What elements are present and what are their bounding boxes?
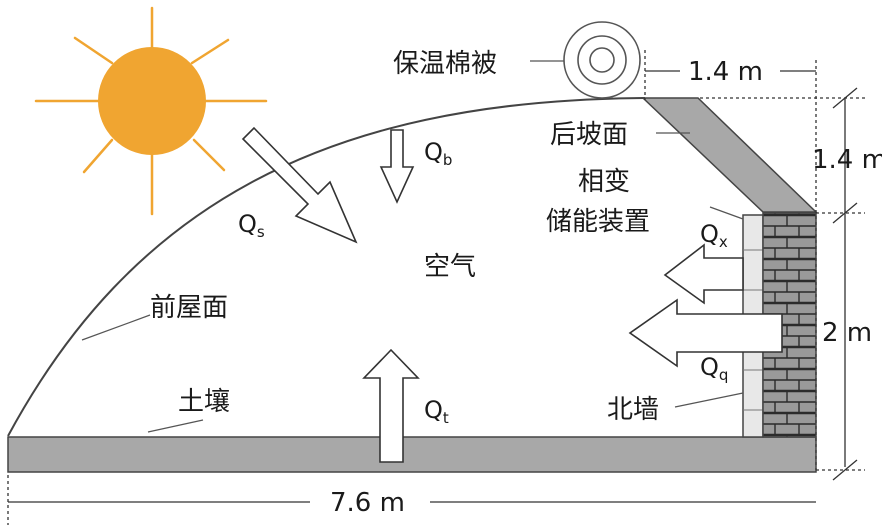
label-soil: 土壤 — [178, 387, 230, 417]
label-pcm-line1: 相变 — [578, 167, 630, 197]
front-roof-curve — [7, 97, 646, 437]
pcm-heat-arrow — [663, 243, 744, 305]
dim-rear-roof-width: 1.4 m — [688, 57, 763, 87]
solar-radiation-arrow — [241, 126, 358, 244]
heat-flow-label-qb: Qb — [424, 138, 452, 169]
sun-icon — [34, 6, 268, 216]
soil-slab — [7, 436, 817, 473]
wall-heat-arrow — [628, 298, 783, 368]
label-pcm-line2: 储能装置 — [546, 207, 650, 237]
dim-rear-roof-height: 1.4 m — [812, 145, 882, 175]
soil-heat-arrow — [362, 348, 420, 463]
dim-span: 7.6 m — [330, 488, 405, 518]
heat-flow-label-qx: Qx — [700, 220, 728, 251]
label-front-roof: 前屋面 — [150, 293, 228, 323]
label-blanket: 保温棉被 — [393, 49, 497, 79]
label-north-wall: 北墙 — [607, 395, 659, 425]
heat-flow-label-qt: Qt — [424, 396, 449, 427]
blanket-roll-icon — [563, 21, 641, 99]
label-air: 空气 — [424, 252, 476, 282]
label-rear-roof: 后坡面 — [550, 120, 628, 150]
roof-heat-arrow — [379, 129, 415, 204]
heat-flow-label-qq: Qq — [700, 353, 728, 384]
heat-flow-label-qs: Qs — [238, 210, 265, 241]
rear-roof-slab — [641, 97, 818, 213]
dim-wall-height: 2 m — [822, 318, 872, 348]
